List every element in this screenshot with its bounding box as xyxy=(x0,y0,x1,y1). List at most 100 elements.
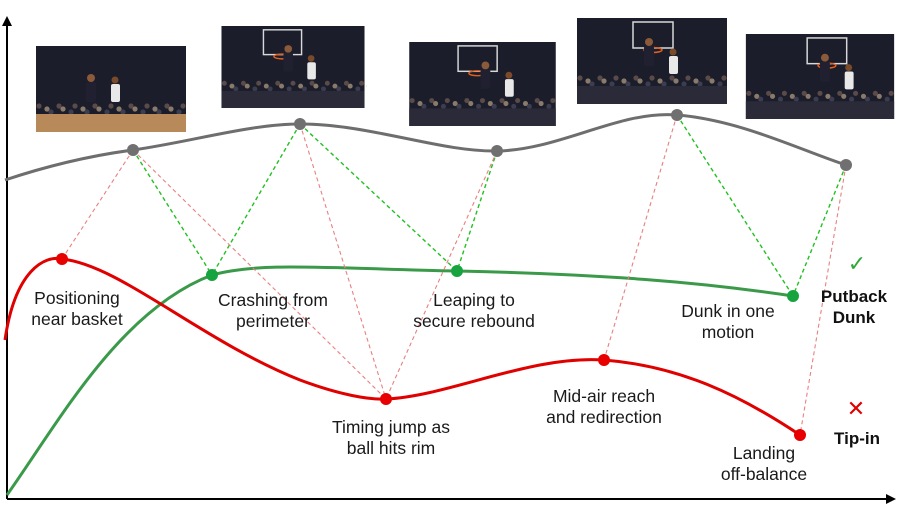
nodes xyxy=(56,109,852,441)
video-frame xyxy=(745,34,895,119)
success-connector-line xyxy=(456,150,498,272)
crowd-figure xyxy=(84,109,90,115)
keyframe-node xyxy=(491,145,503,157)
success-trajectory-curve xyxy=(5,265,794,496)
crowd-figure xyxy=(417,100,423,107)
crowd-figure xyxy=(313,83,319,89)
crowd-figure xyxy=(625,81,631,87)
crowd-figure xyxy=(813,96,819,102)
defender-body xyxy=(307,62,316,80)
success-connector-line xyxy=(792,164,847,297)
crowd-figure xyxy=(233,86,239,92)
crowd-figure xyxy=(444,98,450,104)
player-body xyxy=(86,82,96,102)
crowd-figure xyxy=(244,83,250,89)
label-line: Leaping to xyxy=(433,290,515,310)
crowd-figure xyxy=(705,75,711,81)
crowd-figure xyxy=(589,81,595,87)
crowd-figure xyxy=(355,86,361,92)
check-icon: ✓ xyxy=(847,251,867,276)
crowd-figure xyxy=(669,75,675,81)
player-body xyxy=(480,69,491,89)
crowd-figure xyxy=(487,100,493,107)
crowd-figure xyxy=(817,90,823,96)
crowd-figure xyxy=(180,103,186,109)
crowd-figure xyxy=(685,75,691,81)
success-step-node xyxy=(787,290,799,302)
crowd-figure xyxy=(781,90,787,96)
frame-illustration xyxy=(36,46,186,132)
crowd-figure xyxy=(613,75,619,81)
crowd-figure xyxy=(503,100,509,107)
crowd-figure xyxy=(152,106,158,112)
crowd-figure xyxy=(290,80,296,86)
label-mid-air-reach: Mid-air reach and redirection xyxy=(546,386,662,428)
crowd-figure xyxy=(837,90,843,96)
crowd-figure xyxy=(256,80,262,86)
crowd-figure xyxy=(421,103,427,110)
crowd-figure xyxy=(577,75,583,81)
crowd-figure xyxy=(754,93,760,99)
crowd-figure xyxy=(661,81,667,87)
crowd-figure xyxy=(104,109,110,115)
floor xyxy=(221,90,365,108)
crowd-figure xyxy=(108,103,114,109)
player-head xyxy=(820,53,829,62)
crowd-figure xyxy=(452,100,458,107)
defender-head xyxy=(111,76,119,84)
floor xyxy=(36,114,186,132)
crowd-figure xyxy=(309,80,315,86)
defender-head xyxy=(845,64,853,72)
label-leaping-to-secure-rebound: Leaping to secure rebound xyxy=(413,290,535,332)
crowd-figure xyxy=(853,90,859,96)
label-line: Crashing from xyxy=(218,290,328,310)
crowd-figure xyxy=(60,106,66,112)
crowd-figure xyxy=(511,103,517,110)
crowd-figure xyxy=(681,81,687,87)
defender-head xyxy=(669,48,677,56)
success-step-node xyxy=(206,269,218,281)
crowd-figure xyxy=(229,83,235,89)
label-line: secure rebound xyxy=(413,311,535,331)
success-connector-line xyxy=(676,114,794,297)
label-crashing-from-perimeter: Crashing from perimeter xyxy=(218,290,328,332)
player-head xyxy=(645,38,653,46)
crowd-figure xyxy=(80,106,86,112)
failure-step-node xyxy=(380,393,392,405)
player-body xyxy=(644,46,654,66)
crowd-figure xyxy=(476,103,482,110)
crowd-figure xyxy=(286,86,292,92)
crowd-figure xyxy=(805,93,811,99)
keyframe-node xyxy=(840,159,852,171)
crowd-figure xyxy=(324,80,330,86)
crowd-figure xyxy=(585,78,591,84)
crowd-figure xyxy=(429,98,435,104)
crowd-figure xyxy=(252,86,258,92)
failure-connector-line xyxy=(603,114,678,361)
crowd-figure xyxy=(72,103,78,109)
crowd-figure xyxy=(515,98,521,104)
crowd-figure xyxy=(522,100,529,107)
crowd-figure xyxy=(144,103,150,109)
crowd-figure xyxy=(164,103,170,109)
crowd-figure xyxy=(841,93,847,99)
failure-connector-line xyxy=(61,149,134,260)
crowd-figure xyxy=(693,78,699,84)
label-line: Mid-air reach xyxy=(552,386,656,406)
crowd-figure xyxy=(468,100,474,107)
crowd-figure xyxy=(298,83,304,89)
success-connector-line xyxy=(299,123,458,272)
crowd-figure xyxy=(120,109,126,115)
crowd-figure xyxy=(538,100,544,107)
crowd-figure xyxy=(347,83,353,89)
failure-step-node xyxy=(598,354,610,366)
crowd-figure xyxy=(321,86,326,92)
crowd-figure xyxy=(332,83,338,89)
crowd-figure xyxy=(279,83,285,89)
axes xyxy=(1,16,896,504)
crowd-figure xyxy=(860,93,867,99)
crowd-figure xyxy=(479,98,486,104)
crowd-figure xyxy=(769,93,776,99)
keyframe-node xyxy=(294,118,306,130)
